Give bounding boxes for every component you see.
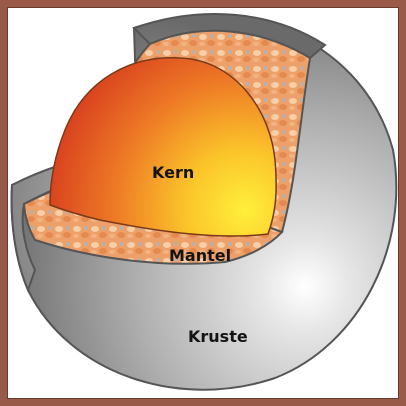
mantle-label: Mantel: [169, 246, 232, 265]
crust-label: Kruste: [188, 327, 248, 346]
core-sphere: [49, 57, 277, 237]
core-label: Kern: [152, 163, 195, 182]
